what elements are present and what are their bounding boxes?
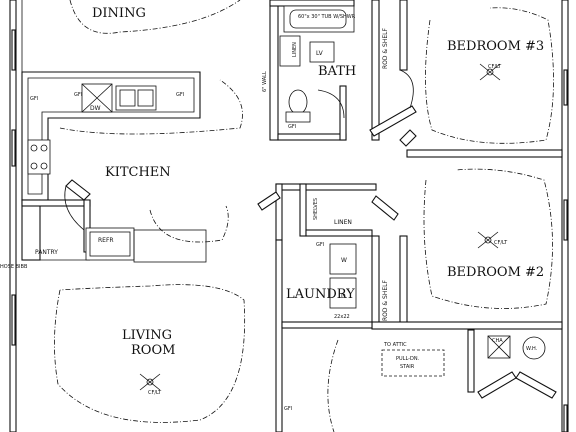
- laundry-label: LAUNDRY: [286, 287, 355, 302]
- hose-label: HOSE BIBB: [0, 264, 28, 270]
- window-right-1: [563, 69, 568, 106]
- closet-door-swing: [399, 69, 414, 109]
- bath-west-wall: [269, 0, 279, 141]
- kitchen-sink: [115, 85, 157, 111]
- circuit-kitchen-1: [59, 79, 243, 135]
- bedroom3-south-wall: [406, 149, 563, 158]
- shelves-east-wall: [299, 183, 307, 237]
- toilet-tank: [285, 111, 311, 123]
- dryer: [329, 277, 357, 309]
- lavatory-label: LV: [316, 50, 324, 57]
- closet2-east-wall: [399, 235, 408, 327]
- pantry-door: [65, 179, 91, 201]
- gfi-1: GFI: [74, 92, 82, 98]
- living-label-1: LIVING: [122, 328, 172, 343]
- toilet: [288, 89, 308, 115]
- bath-south-wall: [277, 133, 347, 141]
- counter-inner-edge: [27, 77, 195, 195]
- attic-line2: PULL-DN.: [396, 356, 420, 362]
- ceiling-fan-bedroom2: [477, 231, 499, 249]
- refr-label: REFR: [98, 237, 114, 244]
- lavatory: [309, 41, 335, 63]
- window-right-2: [563, 199, 568, 241]
- laundry-west-wall: [275, 239, 283, 432]
- pantry-label: PANTRY: [35, 249, 58, 256]
- gfi-6: GFI: [284, 406, 292, 412]
- circuit-hall: [327, 339, 339, 432]
- circuit-bedroom3: [425, 7, 554, 144]
- refrigerator: [85, 227, 135, 261]
- exterior-wall-left: [9, 0, 17, 432]
- ceiling-fan-bedroom3: [479, 63, 501, 81]
- window-left-2: [11, 129, 16, 167]
- circuit-bedroom2: [423, 168, 553, 309]
- circuit-living: [54, 284, 245, 423]
- bedroom2-south-wall: [371, 321, 563, 330]
- gfi-2: GFI: [176, 92, 184, 98]
- closet-east-wall: [399, 0, 408, 71]
- linen-north-wall: [275, 183, 377, 191]
- ceiling-fan-living: [139, 373, 161, 391]
- wall-label: 6" WALL: [262, 71, 268, 92]
- rod-shelf-top: ROD & SHELF: [382, 28, 389, 69]
- shelves-label: SHELVES: [313, 198, 319, 220]
- bedroom3-label: BEDROOM #3: [447, 39, 544, 54]
- washer: [329, 243, 357, 275]
- linen-south-wall: [305, 229, 373, 237]
- dishwasher-label: DW: [90, 105, 101, 112]
- water-heater: [522, 336, 546, 360]
- pantry-top-wall: [21, 199, 91, 207]
- mech-door-a: [477, 371, 517, 399]
- gfi-4: GFI: [288, 124, 296, 130]
- fan-label-living: CF/LT: [148, 390, 162, 396]
- window-right-3: [563, 404, 568, 432]
- bedroom2-label: BEDROOM #2: [447, 265, 544, 280]
- mech-west-wall: [467, 329, 475, 393]
- fan-label-bed2: CF/LT: [494, 240, 508, 246]
- attic-line3: STAIR: [400, 364, 415, 370]
- gfi-5: GFI: [316, 242, 324, 248]
- kitchen-range: [27, 139, 51, 175]
- fan-label-bed3: CF/LT: [488, 64, 502, 70]
- circuit-kitchen-2: [149, 205, 229, 243]
- closet2-west-wall: [371, 235, 380, 329]
- bath-north-wall: [269, 0, 355, 7]
- kitchen-label: KITCHEN: [105, 165, 171, 180]
- hall-door-b: [371, 195, 399, 221]
- tub-label: 60"x 30" TUB W/SHWR: [298, 14, 356, 20]
- dryer-label: D: [341, 293, 346, 300]
- attic-line1: TO ATTIC: [383, 342, 407, 348]
- rod-shelf-bottom: ROD & SHELF: [382, 280, 389, 321]
- living-label-2: ROOM: [131, 343, 175, 358]
- window-left-3: [11, 294, 16, 346]
- dining-label: DINING: [92, 6, 146, 21]
- pantry-door-swing: [64, 185, 85, 231]
- hall-door-a: [399, 129, 417, 147]
- closet-door: [369, 105, 417, 137]
- dims-label: 22x22: [334, 314, 350, 320]
- linen-label: LINEN: [334, 219, 352, 226]
- bath-linen-label: LINEN: [292, 42, 298, 57]
- wh-label: W.H.: [526, 346, 538, 352]
- bath-linen: [279, 35, 301, 67]
- bath-east-wall: [339, 85, 347, 141]
- attic-stair: [381, 349, 445, 377]
- cha-label: CHA: [492, 338, 503, 344]
- gfi-3: GFI: [30, 96, 38, 102]
- bath-door-swing: [317, 89, 345, 119]
- kitchen-island: [133, 229, 207, 263]
- washer-label: W: [341, 257, 347, 264]
- closet-west-wall: [371, 0, 380, 141]
- mech-door-b: [515, 371, 557, 399]
- bath-label: BATH: [318, 64, 356, 79]
- circuit-dining: [69, 0, 241, 34]
- laundry-south-wall: [281, 321, 373, 329]
- window-left-1: [11, 29, 16, 71]
- shelves-door: [257, 191, 281, 211]
